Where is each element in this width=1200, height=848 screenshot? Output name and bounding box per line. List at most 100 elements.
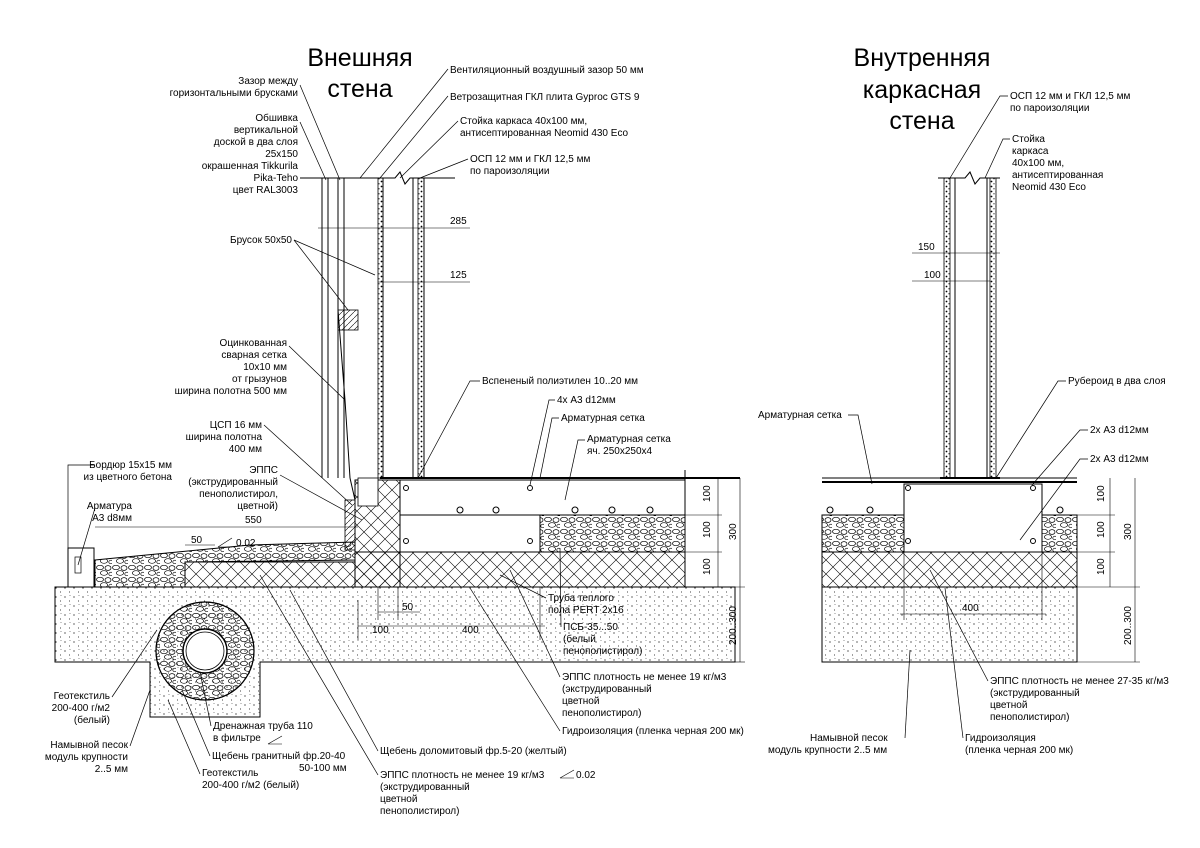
dim-125: 125 (450, 270, 467, 281)
epps-blind-area (184, 561, 356, 588)
dim-inner-v200: 200..300 (1123, 606, 1134, 645)
label-windproof: Ветрозащитная ГКЛ плита Gyproc GTS 9 (450, 92, 640, 103)
label-osb-1: ОСП 12 мм и ГКЛ 12,5 мм (470, 154, 590, 165)
label-stud-1: Стойка каркаса 40х100 мм, (460, 116, 587, 127)
label-inner-epps-3: цветной (990, 700, 1027, 711)
dolomite-gravel (94, 541, 356, 588)
label-rebar-1: Арматура (87, 501, 133, 512)
dim-inner-v100a: 100 (1096, 485, 1107, 502)
label-inner-osb-2: по пароизоляции (1010, 103, 1089, 114)
label-gravel-2: 50-100 мм (299, 763, 347, 774)
label-psb-1: ПСБ-35...50 (563, 622, 618, 633)
label-gap-1: Зазор между (238, 76, 298, 87)
label-roofing: Рубероид в два слоя (1068, 375, 1166, 387)
label-osb-2: по пароизоляции (470, 166, 549, 177)
label-inner-epps-4: пенополистирол) (990, 712, 1069, 723)
outer-left-labels: Зазор между горизонтальными брусками Обш… (67, 76, 376, 566)
outer-wall-structure (300, 171, 455, 551)
label-cladding-1: Обшивка (255, 112, 298, 124)
psb-inner-right (1041, 514, 1078, 553)
label-sand-2: модуль крупности (45, 752, 128, 763)
epps-slab-bottom (354, 551, 686, 588)
label-mesh2-1: Арматурная сетка (587, 434, 671, 445)
label-inner-wp-1: Гидроизоляция (965, 733, 1036, 744)
psb-inner-left (821, 514, 905, 553)
label-epps-1: ЭППС (249, 465, 278, 476)
title-inner-line2: каркасная (863, 76, 981, 104)
label-cladding-5: окрашенная Tikkurila (202, 161, 299, 172)
label-drain-2: в фильтре (213, 732, 261, 744)
label-psb-2: (белый (563, 633, 596, 645)
label-csp-2: ширина полотна (186, 432, 263, 443)
curb-rebar (74, 556, 82, 574)
epps-inner-bottom (821, 551, 1078, 588)
label-inner-stud-5: Neomid 430 Eco (1012, 182, 1086, 193)
dim-v300: 300 (728, 523, 739, 540)
dim-v100b: 100 (702, 521, 713, 538)
dim-100: 100 (372, 625, 389, 636)
outer-mid-labels: Вспененый полиэтилен 10..20 мм 4х А3 d12… (417, 376, 671, 657)
label-drain-1: Дренажная труба 110 (213, 720, 313, 732)
label-batten: Брусок 50х50 (230, 235, 292, 246)
dim-inner-v100c: 100 (1096, 558, 1107, 575)
label-gap-2: горизонтальными брусками (170, 87, 298, 99)
title-outer-line2: стена (327, 75, 392, 103)
label-geotex-1: Геотекстиль (54, 691, 110, 702)
dim-inner-v300: 300 (1123, 523, 1134, 540)
dim-50b: 50 (402, 602, 414, 613)
label-sand-3: 2..5 мм (95, 764, 128, 775)
label-epps19b-4: пенополистирол) (380, 806, 459, 817)
label-inner-osb-1: ОСП 12 мм и ГКЛ 12,5 мм (1010, 91, 1130, 102)
label-inner-mesh: Арматурная сетка (758, 410, 842, 421)
label-mesh2-2: яч. 250х250х4 (587, 446, 653, 457)
label-cladding-3: доской в два слоя (214, 137, 298, 148)
label-epps-2: (экструдированный (188, 477, 278, 488)
title-inner-wall: Внутренняя каркасная стена (854, 44, 991, 135)
label-inner-stud-4: антисептированная (1012, 170, 1103, 181)
label-inner-rebar-a: 2х А3 d12мм (1090, 425, 1149, 436)
label-stud-2: антисептированная Neomid 430 Eco (460, 128, 628, 139)
label-gravel-1: Щебень гранитный фр.20-40 (212, 750, 346, 762)
dim-v100a: 100 (702, 485, 713, 502)
slope-epps: 0.02 (576, 770, 596, 781)
inner-dimensions: 150 100 400 100 100 100 300 200..300 (900, 242, 1140, 663)
drain-pipe (155, 601, 255, 701)
label-psb-3: пенополистирол) (563, 646, 642, 657)
label-rebar4: 4х А3 d12мм (557, 395, 616, 406)
label-csp-1: ЦСП 16 мм (210, 420, 262, 431)
label-epps19-4: пенополистирол) (562, 708, 641, 719)
inner-labels: ОСП 12 мм и ГКЛ 12,5 мм по пароизоляции … (758, 91, 1169, 756)
dim-50a: 50 (191, 535, 203, 546)
label-rebar-2: А3 d8мм (92, 513, 132, 524)
label-pipe-2: пола PERT 2х16 (548, 605, 624, 616)
label-geotex-2: 200-400 г/м2 (52, 703, 111, 714)
label-epps19b-3: цветной (380, 794, 417, 805)
label-epps19-3: цветной (562, 696, 599, 707)
label-waterproof: Гидроизоляция (пленка черная 200 мк) (562, 726, 744, 737)
title-inner-line3: стена (889, 107, 954, 135)
label-inner-stud-3: 40х100 мм, (1012, 158, 1064, 169)
label-border-1: Бордюр 15х15 мм (89, 460, 172, 471)
label-inner-sand-1: Намывной песок (810, 733, 888, 744)
label-cladding-7: цвет RAL3003 (233, 185, 299, 196)
label-epps19b-2: (экструдированный (380, 782, 470, 793)
label-pe-foam: Вспененый полиэтилен 10..20 мм (482, 376, 638, 387)
label-sand-1: Намывной песок (50, 740, 128, 751)
label-epps-3: пенополистирол, (199, 489, 278, 500)
psb-layer (539, 514, 686, 553)
label-geotex2-2: 200-400 г/м2 (белый) (202, 779, 299, 791)
title-inner-line1: Внутренняя (854, 44, 991, 72)
label-inner-sand-2: модуль крупности 2..5 мм (768, 745, 887, 756)
label-outer-mesh: Арматурная сетка (561, 413, 645, 424)
title-outer-wall: Внешняя стена (307, 44, 412, 103)
outer-bottom-labels: Геотекстиль 200-400 г/м2 (белый) Намывно… (45, 569, 744, 817)
dim-v200: 200..300 (728, 606, 739, 645)
dim-inner-400: 400 (962, 603, 979, 614)
dim-400: 400 (462, 625, 479, 636)
label-inner-stud-2: каркаса (1012, 146, 1049, 157)
rebar-dots-outer (403, 485, 654, 544)
label-cladding-2: вертикальной (234, 125, 298, 136)
label-mesh-3: 10х10 мм (243, 362, 287, 373)
